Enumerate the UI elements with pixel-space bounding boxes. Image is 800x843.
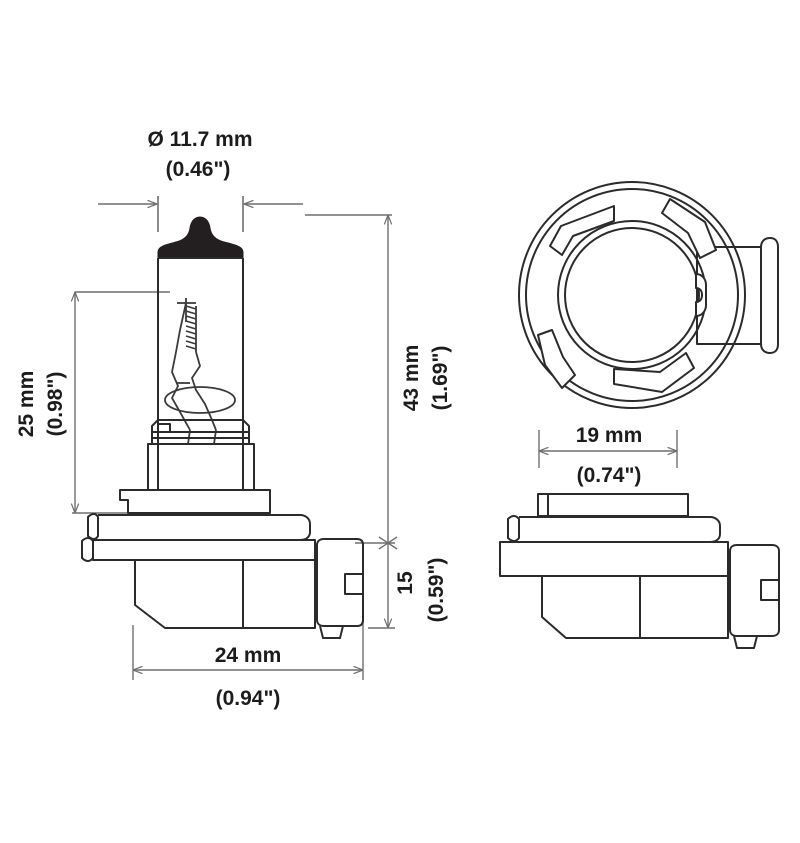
glass-envelope — [157, 258, 244, 491]
seal-ring-band — [98, 514, 311, 541]
base-length-metric-label: 24 mm — [215, 644, 282, 667]
base-outer-circle — [518, 181, 746, 409]
glass-height-metric-label: 25 mm — [15, 371, 38, 438]
base-flange-shelf — [119, 489, 271, 514]
base-outer-circle-inner — [525, 188, 739, 402]
bulb-diameter-metric-label: Ø 11.7 mm — [147, 128, 252, 151]
connector-housing — [316, 538, 364, 627]
dimension-overall-height: 43 mm (1.69") — [305, 214, 452, 550]
base-height-imperial-label: (0.59") — [425, 558, 448, 623]
bulb-tip-cap — [157, 216, 244, 259]
base-body-lower — [134, 560, 316, 629]
seal-ring-left-lip — [87, 513, 99, 540]
bottom-view-seal-left-lip — [507, 515, 520, 542]
bottom-view-seal-band — [519, 516, 721, 543]
base-keyway-slot-upper-left — [549, 205, 615, 256]
filament-coil — [185, 305, 197, 350]
filament-lead-right — [191, 351, 217, 431]
base-collar-lower — [147, 443, 255, 491]
base-keyway-slot-upper-right — [661, 198, 717, 259]
base-inner-circle-inner — [564, 227, 700, 363]
base-height-metric-label: 15 — [394, 571, 417, 595]
dimension-base-height: 15 (0.59") — [355, 542, 448, 629]
dimension-base-width: 19 mm (0.74") — [538, 424, 678, 487]
bottom-view-connector-tab — [733, 635, 758, 649]
base-keyway-slot-lower-left — [537, 329, 576, 389]
base-width-metric-label: 19 mm — [576, 424, 643, 447]
flange-left-lip — [81, 537, 94, 562]
connector-bottom-tab — [319, 625, 344, 639]
bottom-view-flange — [499, 541, 729, 577]
connector-latch-notch — [344, 573, 364, 595]
base-width-imperial-label: (0.74") — [577, 464, 642, 487]
filament-assembly — [164, 298, 236, 445]
dimension-bulb-diameter: Ø 11.7 mm (0.46") — [98, 128, 303, 232]
top-view-connector-tab — [760, 237, 779, 354]
bottom-view-body — [541, 576, 729, 639]
base-length-imperial-label: (0.94") — [216, 687, 281, 710]
base-index-notch — [695, 273, 707, 317]
base-bottom-view — [499, 493, 780, 649]
base-keyway-slot-lower-right — [613, 352, 695, 393]
base-inner-circle — [557, 220, 707, 370]
overall-height-imperial-label: (1.69") — [429, 346, 452, 411]
dimension-base-length: 24 mm (0.94") — [132, 545, 364, 710]
glass-height-imperial-label: (0.98") — [44, 372, 67, 437]
pinch-seal-oval — [164, 386, 236, 414]
mounting-flange — [92, 539, 316, 561]
dimension-glass-height: 25 mm (0.98") — [15, 291, 175, 514]
bulb-side-view — [81, 216, 364, 639]
base-top-view — [518, 181, 779, 409]
bottom-view-connector-housing — [729, 544, 780, 637]
bulb-diameter-imperial-label: (0.46") — [166, 158, 231, 181]
bottom-view-top-bar — [537, 493, 689, 517]
base-collar-notch — [157, 423, 171, 433]
bottom-view-connector-notch — [760, 579, 780, 601]
overall-height-metric-label: 43 mm — [400, 345, 423, 412]
